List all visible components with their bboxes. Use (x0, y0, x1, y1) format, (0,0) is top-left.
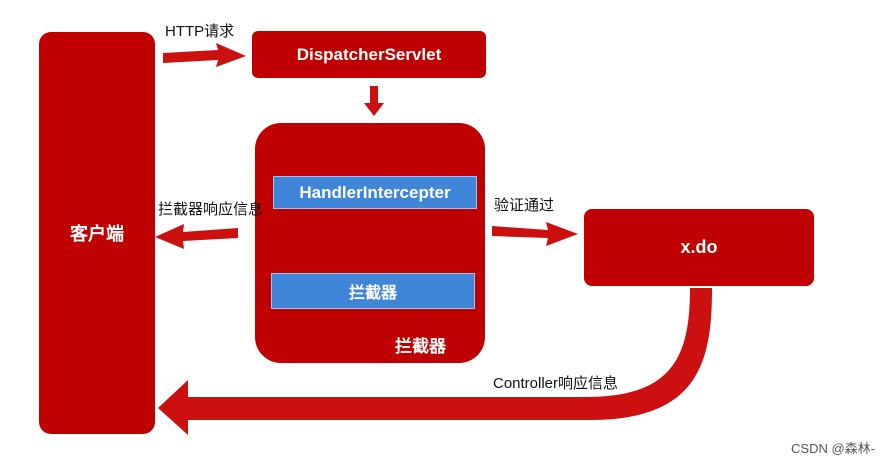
interceptor-inner-box: 拦截器 (271, 273, 475, 309)
dispatcher-servlet-label: DispatcherServlet (296, 44, 442, 64)
controller-response-label: Controller响应信息 (493, 375, 619, 392)
controller-response-arrow (158, 288, 712, 435)
interceptor-response-label: 拦截器响应信息 (158, 201, 264, 218)
client-label: 客户端 (70, 224, 124, 244)
x-do-label: x.do (680, 237, 718, 257)
client-box: 客户端 (39, 32, 155, 434)
http-request-label: HTTP请求 (165, 23, 235, 40)
interceptor-group-label: 拦截器 (395, 337, 446, 356)
http-request-arrow (163, 43, 246, 67)
interceptor-inner-label: 拦截器 (348, 285, 397, 302)
interceptor-response-arrow (155, 224, 238, 249)
interceptor-group-box (255, 123, 485, 363)
watermark: CSDN @森林- (791, 441, 875, 456)
dispatcher-down-arrow (364, 86, 384, 116)
handler-intercepter-box: HandlerIntercepter (273, 176, 477, 209)
handler-intercepter-label: HandlerIntercepter (299, 182, 451, 202)
validation-passed-label: 验证通过 (494, 197, 555, 214)
dispatcher-servlet-box: DispatcherServlet (252, 31, 486, 78)
validation-passed-arrow (492, 222, 578, 246)
x-do-box: x.do (584, 209, 814, 286)
